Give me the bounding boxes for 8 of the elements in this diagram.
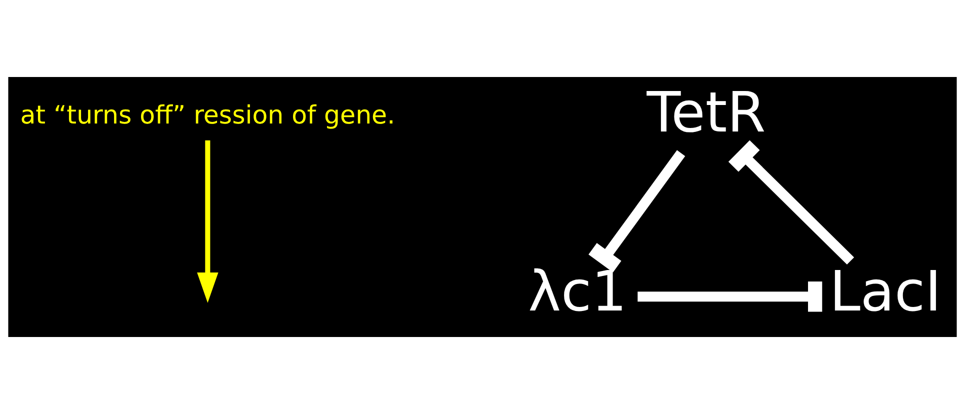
node-text: TetR	[646, 80, 766, 146]
node-text: at “turns off” ression of gene.	[20, 100, 396, 130]
arrow	[197, 140, 218, 303]
node-text: LacI	[830, 260, 942, 325]
connector	[728, 140, 854, 265]
connector	[638, 281, 822, 312]
connector	[588, 150, 686, 272]
node-text: λc1	[528, 260, 627, 325]
